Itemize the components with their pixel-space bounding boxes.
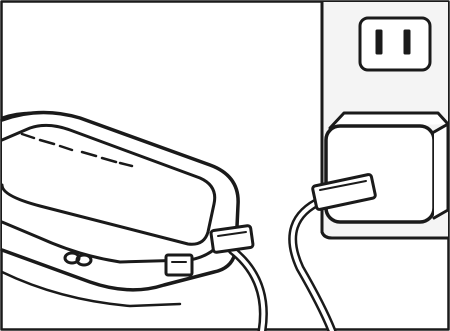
usb-cable-adapter-end [293, 174, 376, 331]
wall-outlet [360, 18, 430, 70]
usb-cable-device-end [211, 225, 264, 331]
usb-port [166, 255, 192, 275]
portable-hotspot-device [2, 112, 238, 289]
